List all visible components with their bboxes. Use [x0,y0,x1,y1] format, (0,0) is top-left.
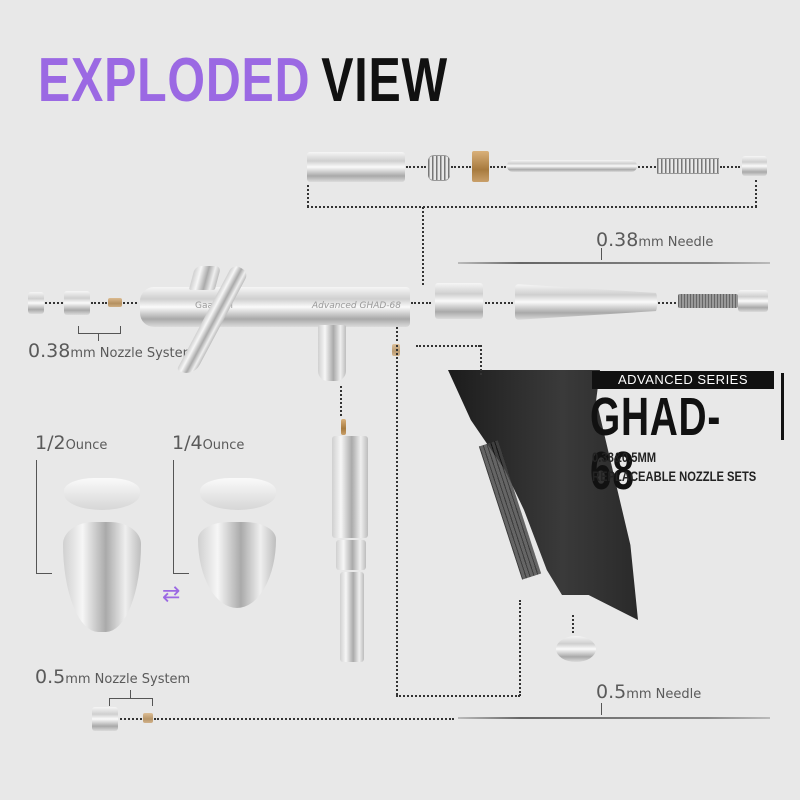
connector-line [490,166,506,168]
model-name: GHAD-68 [590,387,722,501]
connector-line [340,386,342,416]
body-engraving-model: Advanced GHAD-68 [312,301,402,311]
bracket [36,573,52,574]
nozzle-05-guard-part [92,707,118,731]
needle-limiter-screw-part [678,294,738,308]
bracket [36,460,37,574]
bracket [152,698,153,706]
connector-line [396,327,398,341]
connector-line [406,166,426,168]
connector-line [720,166,740,168]
connector-line [396,345,398,695]
label-value: 0.5 [596,681,627,703]
divider-bar [781,373,784,440]
bracket [173,460,174,574]
connector-line [519,600,521,696]
connector-line [307,206,757,208]
chuck-nut-part [742,156,767,176]
handle-part [515,284,657,320]
air-valve-stem [340,572,364,662]
label-value: 1/4 [172,432,203,454]
bracket [120,326,121,334]
title-accent: EXPLODED [38,46,311,115]
label-value: 0.38 [28,340,71,362]
bracket [109,698,153,699]
bracket [173,573,189,574]
spec-line-2: REPLACEABLE NOZZLE SETS [592,468,757,484]
nozzle-05-label: 0.5mm Nozzle System [35,668,190,687]
needle-05-part [458,717,770,719]
cup-quarter-label: 1/4Ounce [172,434,244,453]
label-value: 0.5 [35,666,66,688]
label-unit: Ounce [65,438,108,453]
page-title: EXPLODED VIEW [38,32,448,112]
needle-chucking-guide-part [307,152,405,182]
valve-pin-part [341,419,346,435]
air-valve-hex [336,540,366,570]
airbrush-body: Gaahleri Advanced GHAD-68 [140,287,410,327]
cup-quarter-body [198,522,276,608]
connector-line [638,166,656,168]
label-unit: mm Needle [626,687,702,702]
label-unit: mm Needle [638,235,714,250]
needle-05-label: 0.5mm Needle [596,683,701,702]
limiter-knob-part [738,290,768,312]
connector-line [422,207,424,285]
trigger-spring-part [428,155,450,181]
cup-half-label: 1/2Ounce [35,434,107,453]
brass-guide-part [472,151,489,182]
connector-line [91,302,107,304]
cup-quarter-lid [200,478,276,510]
label-value: 0.38 [596,229,639,251]
nozzle-038-label: 0.38mm Nozzle System [28,342,195,361]
cup-half-body [63,522,141,632]
label-tick [601,703,602,715]
connector-line [123,302,137,304]
needle-chuck-part [507,160,637,172]
pistol-grip-mount [318,325,346,381]
nozzle-038-part [108,298,122,307]
connector-line [485,302,513,304]
needle-038-part [458,262,770,264]
rear-adapter-part [435,283,483,319]
connector-line [451,166,471,168]
connector-line [154,718,454,720]
swap-arrows-icon: ⇄ [162,582,181,607]
nozzle-guard-part [64,291,90,315]
bracket [78,326,79,334]
title-main: VIEW [321,46,448,115]
label-tick [601,248,602,260]
nozzle-05-part [143,713,153,723]
connector-line [755,180,757,207]
nozzle-cap-part [28,292,44,314]
series-badge: ADVANCED SERIES [592,371,774,389]
label-value: 1/2 [35,432,66,454]
connector-line [658,302,676,304]
needle-spring-part [657,158,719,174]
label-unit: mm Nozzle System [65,672,191,687]
label-unit: Ounce [202,438,245,453]
connector-line [411,302,431,304]
bracket [78,333,120,334]
connector-line [480,345,482,375]
connector-line [416,345,480,347]
connector-line [396,695,520,697]
bracket [98,333,99,341]
connector-line [45,302,63,304]
connector-line [120,718,142,720]
cup-half-lid [64,478,140,510]
bracket [109,698,110,706]
air-valve-body [332,436,368,538]
label-unit: mm Nozzle System [70,346,196,361]
bracket [130,690,131,698]
spec-line-1: 0.38&0.5MM [592,449,657,465]
grip-nut-part [556,636,596,662]
connector-line [307,185,309,207]
needle-038-label: 0.38mm Needle [596,231,713,250]
connector-line [572,615,574,633]
